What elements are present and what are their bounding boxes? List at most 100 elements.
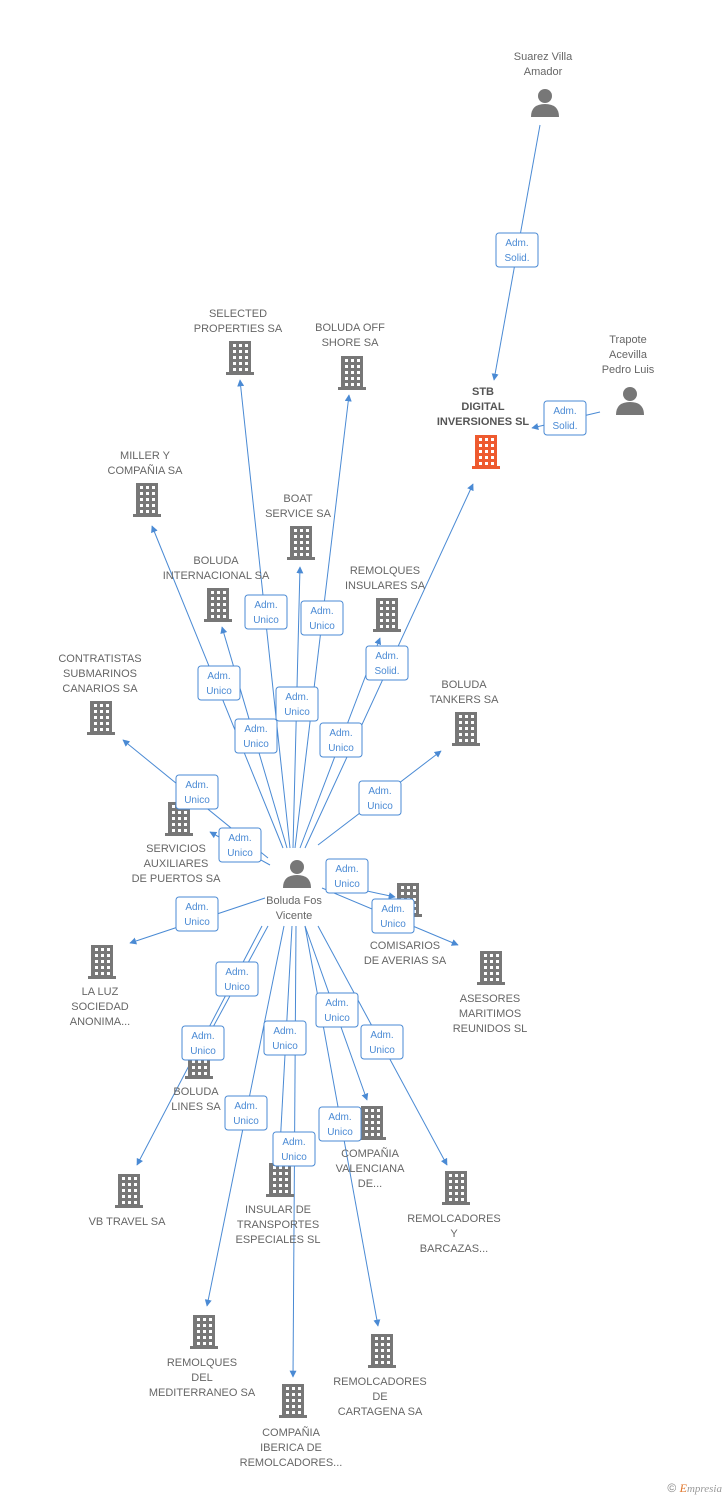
edge-label-remins[interactable]: Adm.Unico	[319, 722, 363, 758]
node-label: BOLUDA	[441, 679, 487, 691]
edge-label-box[interactable]	[325, 858, 369, 894]
edge-label-selected[interactable]: Adm.Unico	[244, 594, 288, 630]
edge-label-vbtravel[interactable]: Adm.Unico	[181, 1025, 225, 1061]
edge-label-stb[interactable]: Adm.Solid.	[495, 232, 539, 268]
node-label: REUNIDOS SL	[453, 1023, 528, 1035]
edge-label-comis[interactable]: Adm. Unico	[371, 898, 415, 934]
footer-brand: © Empresia	[667, 1481, 722, 1496]
edge-label-box[interactable]	[234, 718, 278, 754]
edge-label-contrat[interactable]: Adm.Unico	[175, 774, 219, 810]
edge-label-box[interactable]	[360, 1024, 404, 1060]
edge-label-remmed[interactable]: Adm.Unico	[224, 1095, 268, 1131]
node-label: SERVICE SA	[265, 508, 331, 520]
edge-label-boludaoff[interactable]: Adm.Unico	[300, 600, 344, 636]
edge-label-box[interactable]	[300, 600, 344, 636]
edge-label-box[interactable]	[365, 645, 409, 681]
edge-label-box[interactable]	[175, 774, 219, 810]
node-label: DE PUERTOS SA	[132, 873, 222, 885]
node-vbtravel[interactable]: VB TRAVEL SA	[89, 1174, 166, 1228]
edge-label-compib[interactable]: Adm.Unico	[272, 1131, 316, 1167]
node-label: BOLUDA OFF	[315, 322, 385, 334]
edge-label-bolint[interactable]: Adm.Unico	[234, 718, 278, 754]
edge-label-compval[interactable]: Adm.Unico	[315, 992, 359, 1028]
edge-label-box[interactable]	[371, 898, 415, 934]
edge-label-insular[interactable]: Adm.Unico	[263, 1020, 307, 1056]
edge-label-text: Adm.	[381, 904, 404, 915]
edge-label-text: Unico	[367, 801, 393, 812]
building-icon	[358, 1106, 386, 1140]
building-icon	[226, 341, 254, 375]
node-boat[interactable]: BOAT SERVICE SA	[265, 493, 332, 560]
edge-label-text: Adm.	[335, 864, 358, 875]
edge-label-box[interactable]	[215, 961, 259, 997]
edge-label-box[interactable]	[224, 1095, 268, 1131]
edge-label-remcart[interactable]: Adm.Unico	[318, 1106, 362, 1142]
node-label: Y	[450, 1228, 458, 1240]
node-compval[interactable]: COMPAÑIAVALENCIANADE...	[336, 1106, 406, 1190]
edge-label-box[interactable]	[315, 992, 359, 1028]
edge-label-box[interactable]	[543, 400, 587, 436]
edge-label-asesores[interactable]: Adm. Unico	[325, 858, 369, 894]
node-label: Acevilla	[609, 349, 648, 361]
edge-label-box[interactable]	[175, 896, 219, 932]
edge-label-box[interactable]	[244, 594, 288, 630]
node-label: DE AVERIAS SA	[364, 955, 447, 967]
building-icon	[279, 1384, 307, 1418]
edge-label-stb[interactable]: Adm.Solid.	[365, 645, 409, 681]
edge-label-box[interactable]	[358, 780, 402, 816]
edge-label-bolines[interactable]: Adm.Unico	[215, 961, 259, 997]
node-label: DE...	[358, 1178, 382, 1190]
node-label: DIGITAL	[461, 401, 504, 413]
edge-label-remybar[interactable]: Adm.Unico	[360, 1024, 404, 1060]
edge-label-stb[interactable]: Adm.Solid.	[543, 400, 587, 436]
node-label: TANKERS SA	[430, 694, 500, 706]
edge-label-text: Unico	[334, 879, 360, 890]
edge-labels-layer: Adm.Solid.Adm.Solid.Adm.Solid.Adm.UnicoA…	[175, 232, 587, 1167]
edge-label-box[interactable]	[181, 1025, 225, 1061]
node-label: CARTAGENA SA	[338, 1406, 423, 1418]
edge-label-boat[interactable]: Adm.Unico	[275, 686, 319, 722]
node-label: IBERICA DE	[260, 1442, 322, 1454]
edge-label-box[interactable]	[495, 232, 539, 268]
edge-label-box[interactable]	[272, 1131, 316, 1167]
edge-label-servaux[interactable]: Adm.Unico	[218, 827, 262, 863]
edge-label-text: Adm.	[254, 600, 277, 611]
edge-label-box[interactable]	[218, 827, 262, 863]
edge-label-text: Adm.	[553, 406, 576, 417]
edge-label-text: Adm.	[310, 606, 333, 617]
edge-label-tankers[interactable]: Adm. Unico	[358, 780, 402, 816]
node-label: LINES SA	[171, 1101, 221, 1113]
building-icon	[266, 1163, 294, 1197]
edge-label-miller[interactable]: Adm.Unico	[197, 665, 241, 701]
edge-label-box[interactable]	[319, 722, 363, 758]
node-tankers[interactable]: BOLUDA TANKERS SA	[430, 679, 500, 746]
edge-label-text: Unico	[380, 919, 406, 930]
edge-label-box[interactable]	[263, 1020, 307, 1056]
edge-label-text: Adm.	[368, 786, 391, 797]
edge-label-box[interactable]	[318, 1106, 362, 1142]
edge-label-laluz[interactable]: Adm.Unico	[175, 896, 219, 932]
node-label: PROPERTIES SA	[194, 323, 283, 335]
node-label: BOAT	[283, 493, 312, 505]
node-remybar[interactable]: REMOLCADORESYBARCAZAS...	[407, 1171, 501, 1255]
node-laluz[interactable]: LA LUZSOCIEDADANONIMA...	[70, 945, 131, 1028]
copyright-symbol: ©	[667, 1481, 677, 1495]
edge-label-box[interactable]	[275, 686, 319, 722]
edge-label-box[interactable]	[197, 665, 241, 701]
